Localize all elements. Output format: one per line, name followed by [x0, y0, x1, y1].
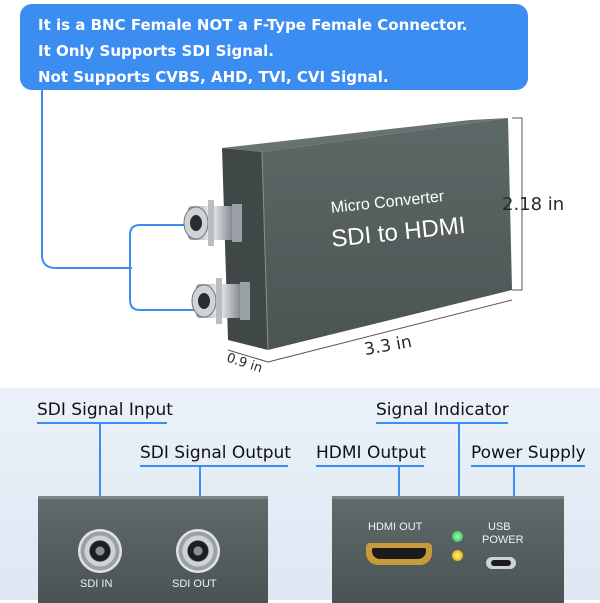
sdi-signal-output-label: SDI Signal Output	[140, 443, 291, 463]
usb-power-port	[486, 557, 516, 569]
hdmi-output-port	[366, 543, 432, 565]
bnc-connector-bottom	[191, 278, 250, 324]
signal-led-yellow	[452, 550, 463, 561]
converter-device-illustration	[183, 117, 523, 363]
hdmi-power-closeup-panel: HDMI OUT USB POWER	[332, 496, 564, 603]
notice-line-3: Not Supports CVBS, AHD, TVI, CVI Signal.	[38, 68, 389, 86]
signal-led-green	[452, 531, 463, 542]
callout-leader-lines	[41, 90, 200, 311]
sdi-ports-closeup-panel: SDI IN SDI OUT	[38, 496, 268, 603]
sdi-out-label: SDI OUT	[172, 578, 217, 590]
hdmi-output-label: HDMI Output	[316, 443, 427, 463]
notice-line-2: It Only Supports SDI Signal.	[38, 42, 274, 60]
signal-indicator-label: Signal Indicator	[376, 400, 509, 420]
height-dimension: 2.18 in	[502, 194, 565, 215]
power-supply-label: Power Supply	[471, 443, 586, 463]
notice-line-1: It is a BNC Female NOT a F-Type Female C…	[38, 16, 468, 34]
sdi-in-label: SDI IN	[80, 578, 113, 590]
notice-callout: It is a BNC Female NOT a F-Type Female C…	[20, 4, 528, 90]
usb-power-label-line-2: POWER	[482, 534, 524, 546]
sdi-in-port	[78, 529, 122, 573]
sdi-signal-input-label: SDI Signal Input	[37, 400, 173, 420]
hdmi-out-label: HDMI OUT	[368, 521, 423, 533]
sdi-out-port	[176, 529, 220, 573]
bnc-connector-top	[183, 200, 242, 246]
usb-power-label-line-1: USB	[488, 521, 511, 533]
